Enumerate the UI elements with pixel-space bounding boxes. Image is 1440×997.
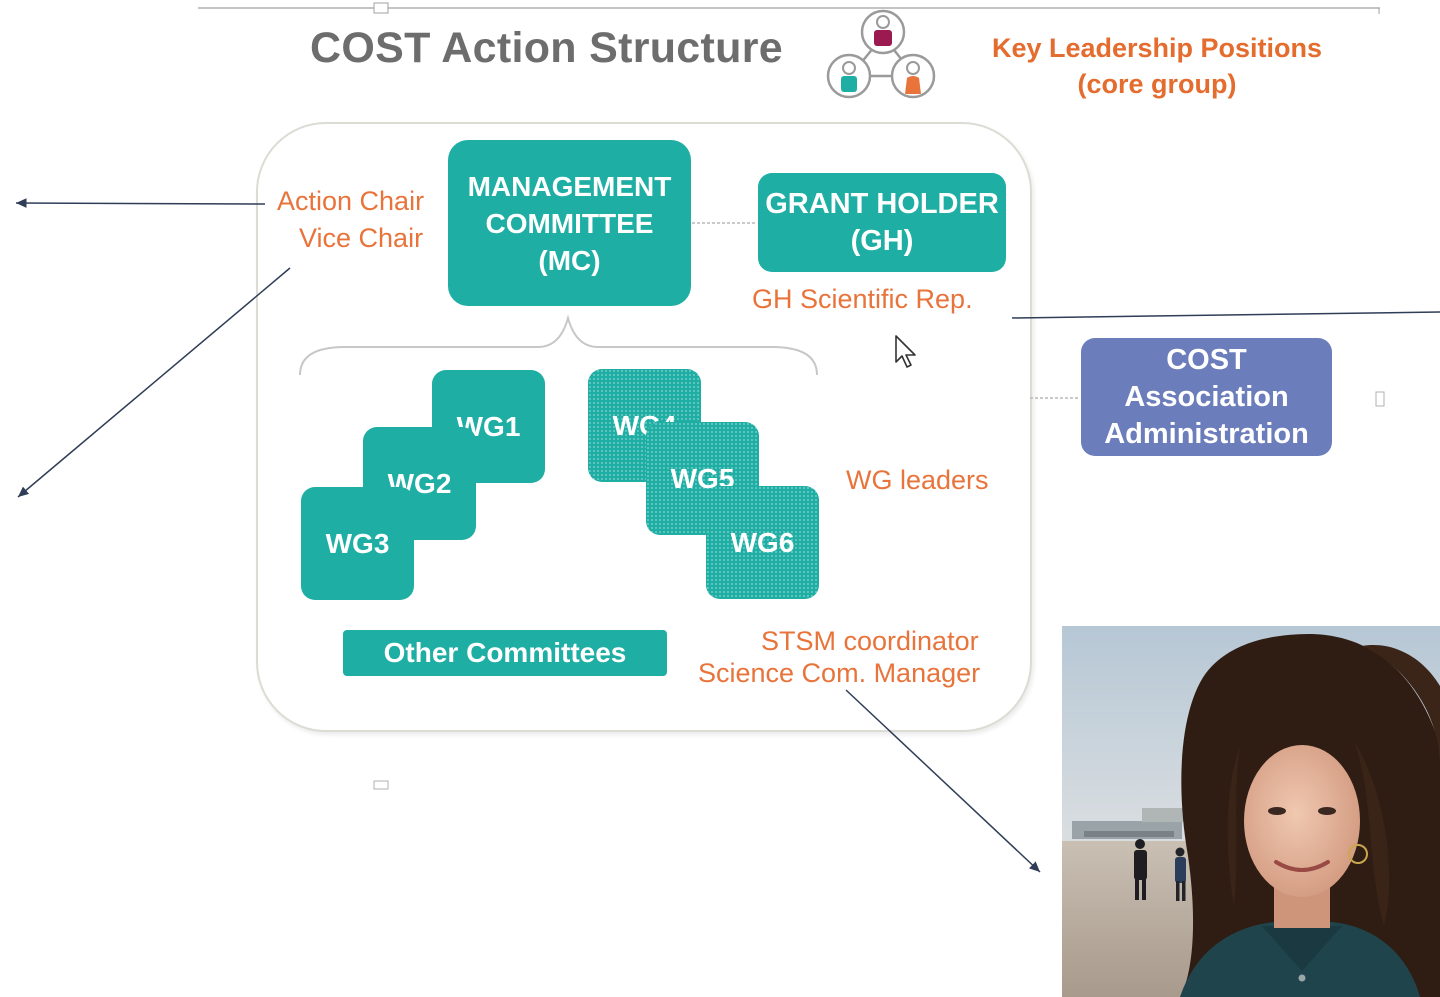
- vice-chair-label: Vice Chair: [299, 223, 424, 253]
- line-gh-scientific-rep: [1011, 311, 1440, 319]
- arrow-action-chair: [15, 198, 266, 208]
- wg3-box: WG3: [301, 487, 414, 600]
- mc-line-3: (MC): [538, 244, 601, 276]
- management-committee-box: MANAGEMENT COMMITTEE (MC): [448, 140, 691, 306]
- action-chair-label: Action Chair: [277, 186, 425, 216]
- mc-line-1: MANAGEMENT: [467, 170, 672, 202]
- person-portrait-photo: [1062, 626, 1440, 997]
- arrow-vice-chair: [17, 267, 291, 498]
- wg6-box: WG6: [706, 486, 819, 599]
- key-positions-line-2: (core group): [1077, 69, 1237, 99]
- gh-scientific-rep-label: GH Scientific Rep.: [752, 284, 973, 314]
- wg1-box: WG1: [432, 370, 545, 483]
- grant-holder-box: GRANT HOLDER (GH): [758, 173, 1006, 272]
- science-comm-manager-label: Science Com. Manager: [698, 658, 981, 688]
- cost-line-3: Administration: [1104, 417, 1309, 450]
- wg3-label: WG3: [325, 527, 390, 559]
- key-leadership-positions-label: Key Leadership Positions (core group): [962, 30, 1352, 102]
- wg5-box: WG5: [646, 422, 759, 535]
- people-network-icon: [826, 9, 936, 99]
- mc-line-2: COMMITTEE: [485, 207, 654, 239]
- other-committees-label: Other Committees: [383, 637, 627, 668]
- wg-leaders-label: WG leaders: [846, 465, 989, 495]
- mouse-pointer-icon: [895, 335, 916, 368]
- cost-line-2: Association: [1124, 380, 1289, 413]
- other-committees-box: Other Committees: [343, 630, 667, 676]
- stsm-coordinator-label: STSM coordinator: [761, 626, 979, 656]
- arrow-science-comm-manager: [845, 689, 1041, 873]
- gh-line-1: GRANT HOLDER: [765, 187, 999, 220]
- key-positions-line-1: Key Leadership Positions: [991, 33, 1323, 63]
- cost-line-1: COST: [1166, 343, 1247, 376]
- page-title: COST Action Structure: [310, 24, 783, 72]
- cost-administration-box: COST Association Administration: [1081, 338, 1332, 456]
- gh-line-2: (GH): [850, 224, 914, 257]
- top-rule: [198, 2, 1380, 14]
- wg6-label: WG6: [730, 526, 795, 558]
